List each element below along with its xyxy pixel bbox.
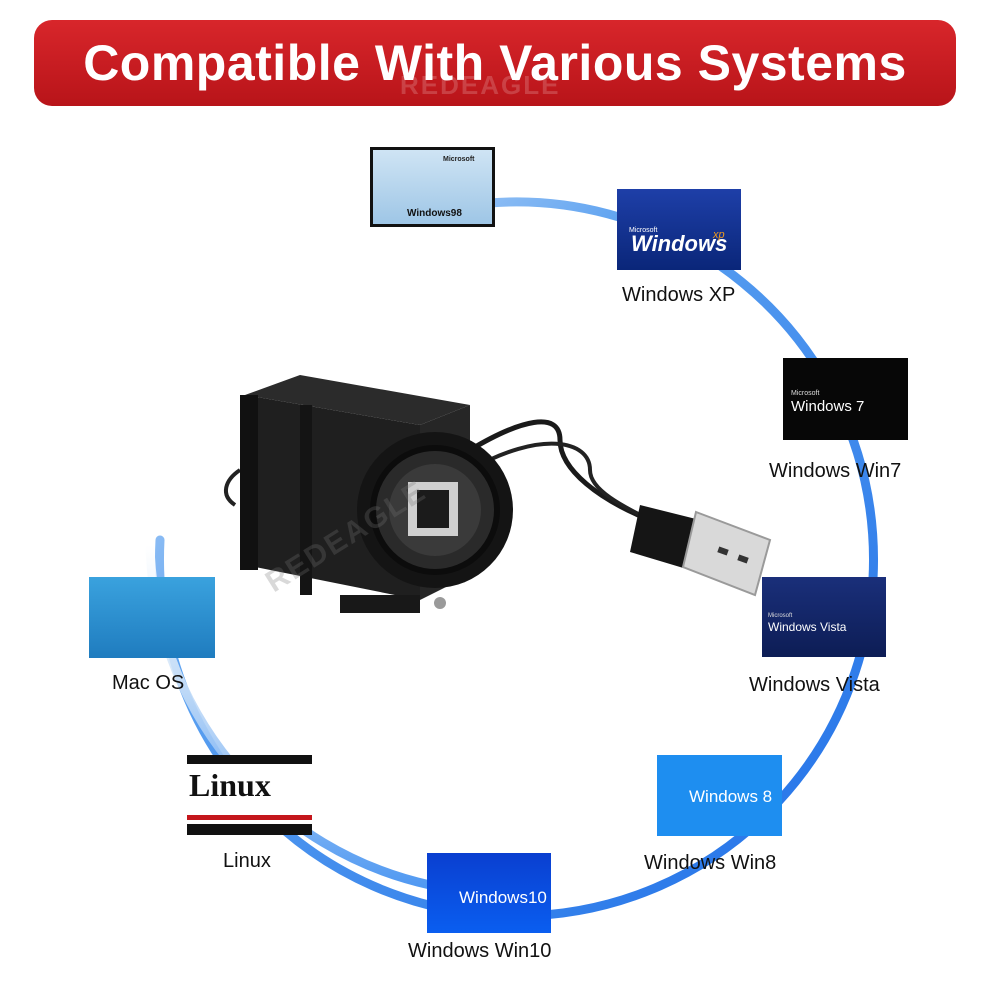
winxp-caption: Windows XP xyxy=(622,284,736,306)
win10-caption: Windows Win10 xyxy=(408,940,552,962)
winxp-logo-text: Windows xyxy=(631,231,728,256)
win98-brand: Microsoft xyxy=(443,156,475,163)
linux-logo-red-bar xyxy=(187,815,312,820)
win10-logo: Windows10 xyxy=(427,853,551,933)
vista-caption: Windows Vista xyxy=(749,674,880,696)
vista-logo-text: Windows Vista xyxy=(768,620,847,634)
winxp-logo: Microsoft Windows xp xyxy=(617,189,741,270)
win8-logo-text: Windows 8 xyxy=(689,787,773,806)
usb-cable xyxy=(224,419,772,597)
win7-caption: Windows Win7 xyxy=(769,460,902,482)
banner-title: Compatible With Various Systems xyxy=(83,35,907,91)
win7-logo-text: Windows 7 xyxy=(791,398,865,415)
win7-logo: Microsoft Windows 7 xyxy=(783,358,908,440)
linux-logo-bar-top xyxy=(187,755,312,764)
linux-logo-text: Linux xyxy=(189,767,271,803)
win98-logo-text: Windows98 xyxy=(407,208,462,219)
win8-logo: Windows 8 xyxy=(657,755,782,836)
winxp-brand: Microsoft xyxy=(629,227,658,234)
banner-watermark: REDEAGLE xyxy=(400,70,561,100)
winxp-logo-suffix: xp xyxy=(713,229,725,241)
vista-brand: Microsoft xyxy=(768,613,793,619)
linux-logo-bar-bottom xyxy=(187,824,312,835)
win98-logo: Microsoft Windows98 xyxy=(370,147,495,227)
macos-caption: Mac OS xyxy=(112,672,185,694)
win7-brand: Microsoft xyxy=(791,390,820,397)
camera-body xyxy=(240,375,513,613)
linux-logo: Linux xyxy=(187,755,312,835)
win10-logo-text: Windows10 xyxy=(459,888,547,907)
title-banner: Compatible With Various Systems xyxy=(34,20,956,106)
linux-caption: Linux xyxy=(223,850,271,872)
macos-logo xyxy=(89,577,215,658)
win8-caption: Windows Win8 xyxy=(644,852,777,874)
vista-logo: Microsoft Windows Vista xyxy=(762,577,886,657)
